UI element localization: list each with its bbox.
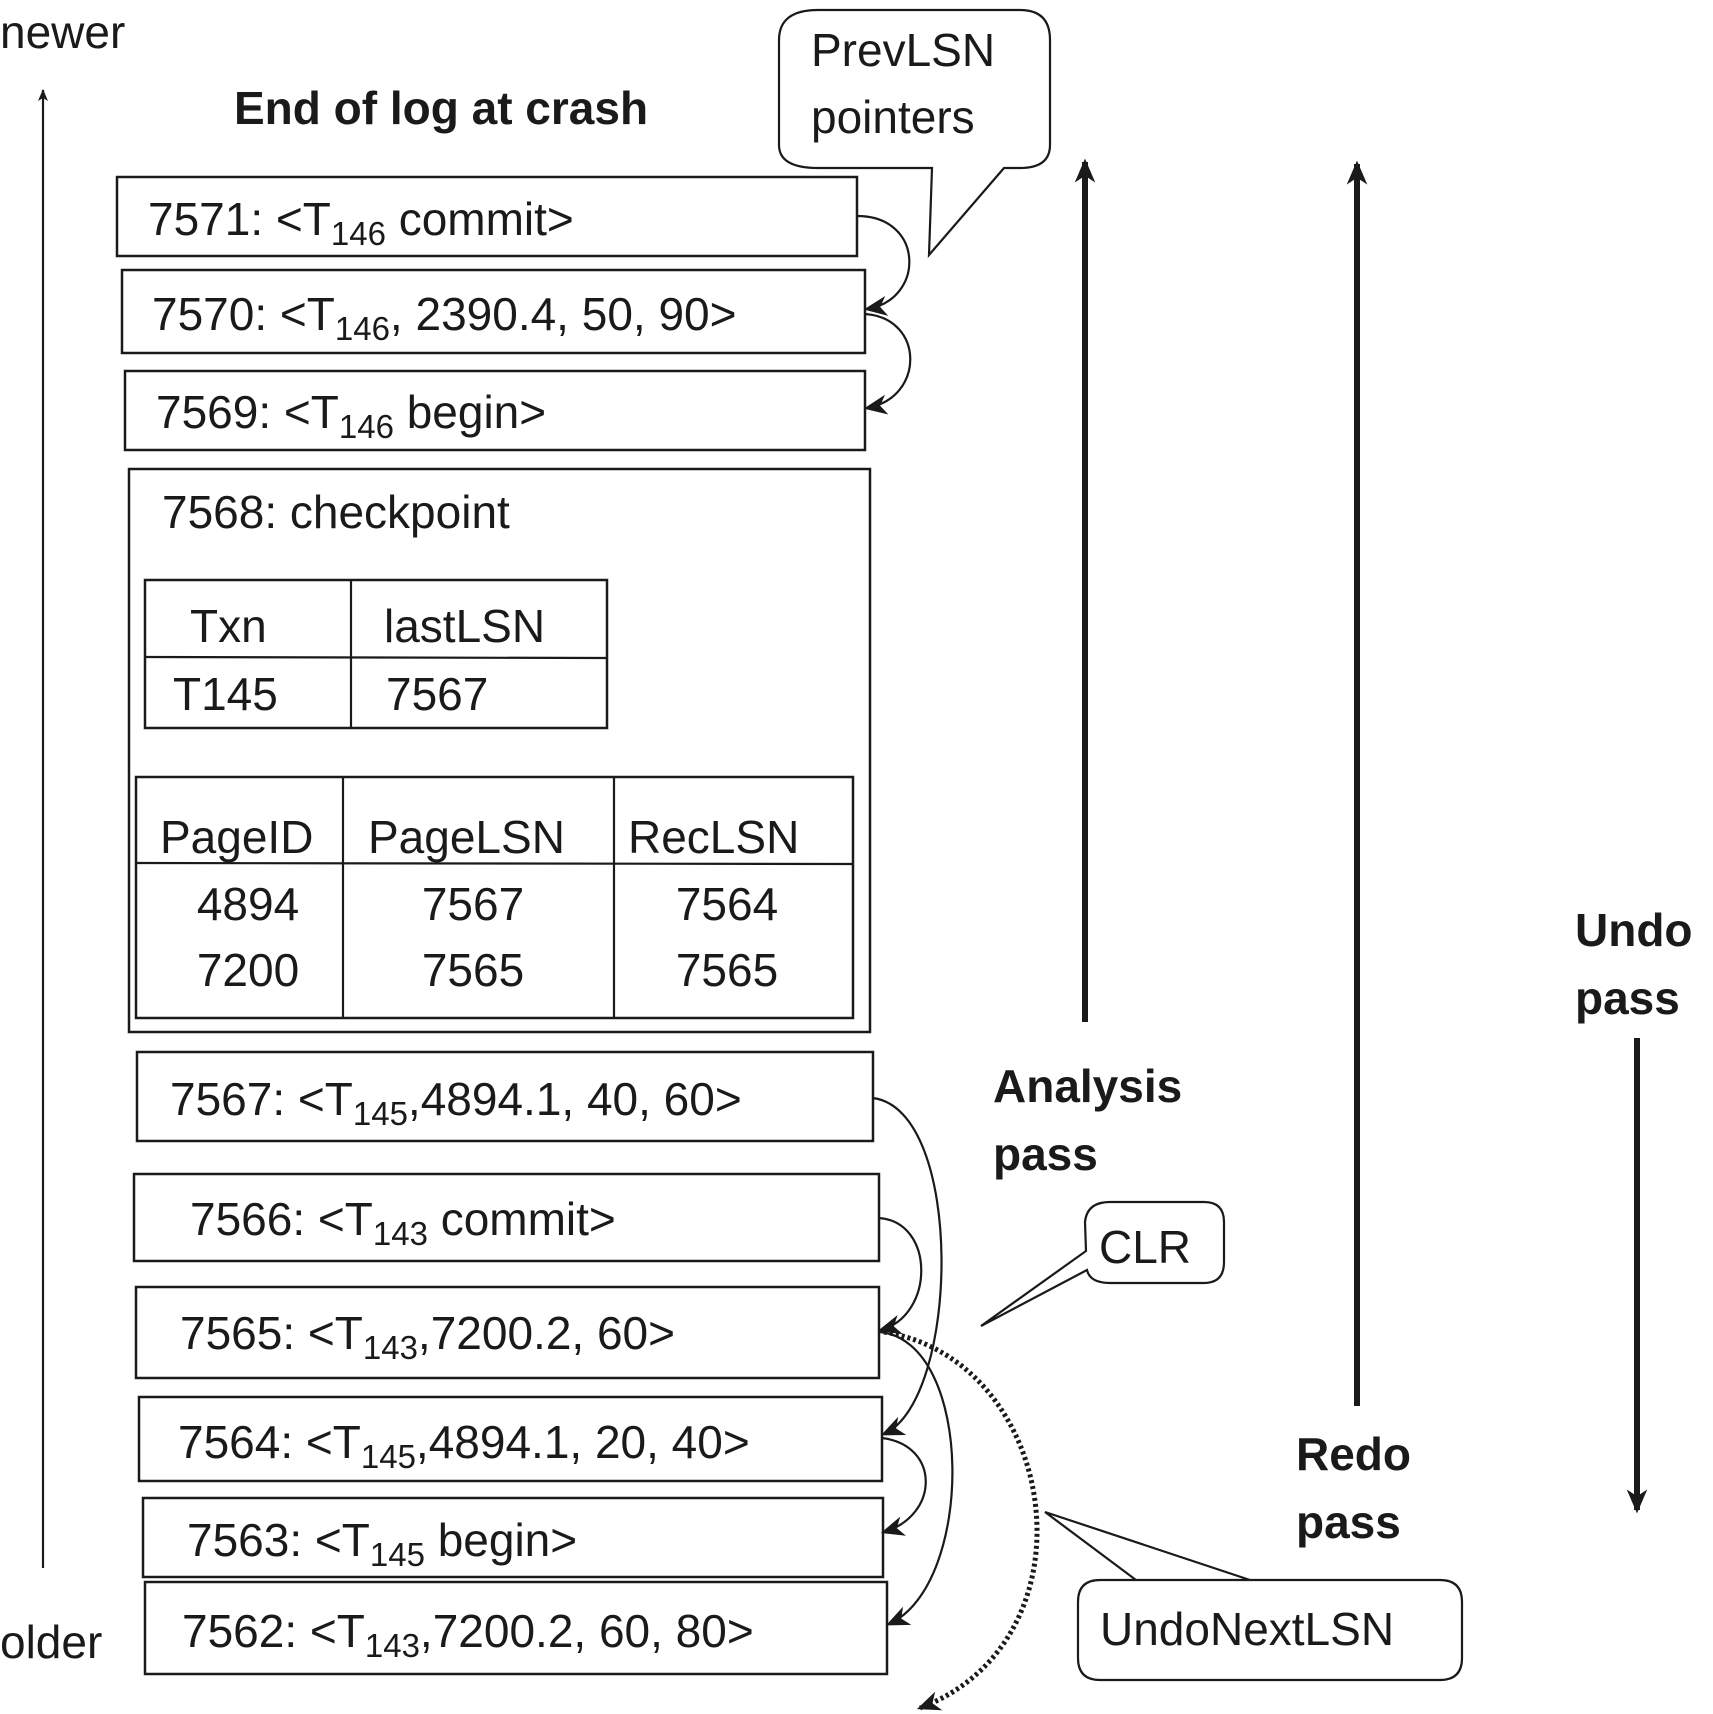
transaction-table-header-rule <box>144 655 608 660</box>
checkpoint-title: 7568: checkpoint <box>162 486 510 538</box>
end-of-log-label: End of log at crash <box>234 82 648 134</box>
undo-pass-label-2: pass <box>1575 972 1680 1024</box>
dirty-page-table: PageID PageLSN RecLSN 4894 7567 7564 720… <box>134 775 855 1020</box>
undo-pass: Undo pass <box>1575 904 1693 1514</box>
clr-callout-bubble <box>980 1200 1226 1327</box>
prevlsn-callout-bubble <box>777 8 1052 259</box>
prevlsn-callout: PrevLSN pointers <box>777 8 1052 259</box>
redo-pass-label-1: Redo <box>1296 1428 1411 1480</box>
log-record-label: 7564: <T145,4894.1, 20, 40> <box>178 1416 750 1475</box>
log-record-7563 <box>141 1496 885 1579</box>
analysis-pass-label-1: Analysis <box>993 1060 1182 1112</box>
txn-header: Txn <box>190 600 267 652</box>
transaction-table: Txn lastLSN T145 7567 <box>143 578 609 730</box>
pagelsn-header: PageLSN <box>368 811 565 863</box>
prevlsn-pointer-arrows <box>856 214 954 1626</box>
log-record-7562 <box>143 1580 889 1676</box>
clr-callout-label: CLR <box>1099 1221 1191 1273</box>
prevlsn-arrow <box>856 214 911 316</box>
prevlsn-arrow <box>879 1330 954 1626</box>
redo-pass: Redo pass <box>1296 160 1411 1548</box>
log-record-label: 7569: <T146 begin> <box>156 386 546 445</box>
table-cell: 7565 <box>422 944 524 996</box>
log-record-label: 7567: <T145,4894.1, 40, 60> <box>170 1073 742 1132</box>
undonextlsn-arrow <box>883 1329 1040 1711</box>
prevlsn-callout-line2: pointers <box>811 91 975 143</box>
prevlsn-arrow <box>872 1096 943 1436</box>
undonextlsn-callout-label: UndoNextLSN <box>1100 1603 1394 1655</box>
log-records: 7571: <T146 commit> 7570: <T146, 2390.4,… <box>115 175 889 1676</box>
table-cell: 7564 <box>676 878 778 930</box>
log-record-7570 <box>120 268 867 355</box>
log-record-label: 7571: <T146 commit> <box>148 193 574 252</box>
table-cell: 7565 <box>676 944 778 996</box>
prevlsn-arrow <box>877 1216 923 1335</box>
dirty-page-table-header-rule <box>135 861 854 866</box>
log-record-label: 7570: <T146, 2390.4, 50, 90> <box>152 288 737 347</box>
log-record-7567 <box>135 1050 875 1143</box>
txn-cell: T145 <box>173 668 278 720</box>
table-cell: 4894 <box>197 878 299 930</box>
pageid-header: PageID <box>160 811 313 863</box>
older-label: older <box>0 1616 102 1668</box>
undonextlsn-callout-bubble <box>1044 1510 1464 1682</box>
log-record-label: 7562: <T143,7200.2, 60, 80> <box>182 1605 754 1664</box>
undonextlsn-callout: UndoNextLSN <box>1044 1510 1464 1682</box>
reclsn-header: RecLSN <box>628 811 799 863</box>
log-record-7566 <box>132 1172 881 1263</box>
analysis-pass: Analysis pass <box>993 158 1182 1180</box>
log-record-7565 <box>134 1285 881 1380</box>
time-axis: newer older <box>0 6 125 1668</box>
prevlsn-arrow <box>863 312 912 415</box>
table-cell: 7567 <box>422 878 524 930</box>
lastlsn-header: lastLSN <box>384 600 545 652</box>
analysis-pass-label-2: pass <box>993 1128 1098 1180</box>
clr-callout: CLR <box>980 1200 1226 1327</box>
log-record-7569 <box>123 369 867 452</box>
prevlsn-arrow <box>880 1436 927 1536</box>
log-record-label: 7563: <T145 begin> <box>187 1514 577 1573</box>
dirty-page-table-frame <box>134 775 855 1020</box>
newer-label: newer <box>0 6 125 58</box>
undo-pass-label-1: Undo <box>1575 904 1693 956</box>
prevlsn-callout-line1: PrevLSN <box>811 24 995 76</box>
lastlsn-cell: 7567 <box>386 668 488 720</box>
table-cell: 7200 <box>197 944 299 996</box>
log-record-label: 7566: <T143 commit> <box>190 1193 616 1252</box>
redo-pass-label-2: pass <box>1296 1496 1401 1548</box>
checkpoint-record: 7568: checkpoint Txn lastLSN T145 7567 P… <box>127 467 872 1034</box>
transaction-table-frame <box>143 578 609 730</box>
log-record-7564 <box>137 1395 884 1483</box>
log-record-label: 7565: <T143,7200.2, 60> <box>180 1307 675 1366</box>
